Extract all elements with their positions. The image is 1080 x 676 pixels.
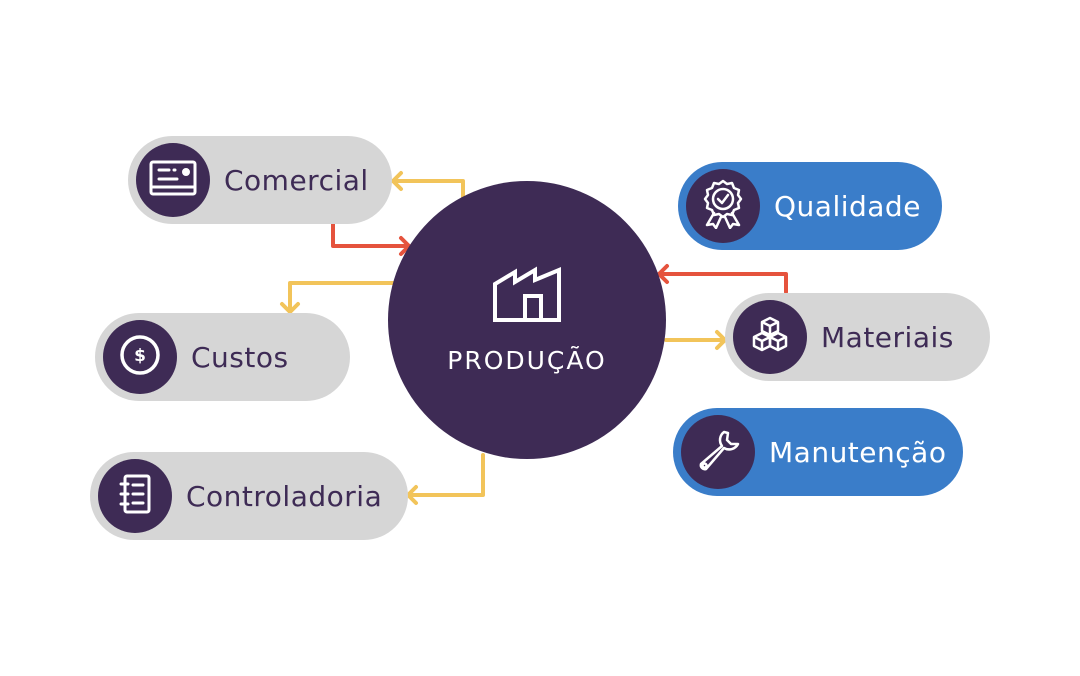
card-icon	[149, 160, 197, 200]
node-manutencao[interactable]: Manutenção	[673, 408, 963, 496]
node-custos-label: Custos	[191, 340, 289, 374]
svg-text:$: $	[134, 346, 146, 366]
node-materiais[interactable]: Materiais	[725, 293, 990, 381]
node-comercial-label: Comercial	[224, 163, 369, 197]
arrow-producao-to-controladoria	[406, 453, 485, 505]
node-controladoria-label: Controladoria	[186, 479, 383, 513]
node-manutencao-label: Manutenção	[769, 435, 947, 469]
wrench-icon	[694, 426, 742, 478]
arrow-materiais-to-producao	[657, 264, 788, 294]
node-qualidade[interactable]: Qualidade	[678, 162, 942, 250]
node-comercial-icon-circle	[136, 143, 210, 217]
award-badge-icon	[701, 179, 745, 233]
cubes-icon	[750, 316, 790, 358]
arrow-producao-to-materiais	[664, 330, 727, 350]
dollar-coin-icon: $	[119, 334, 161, 380]
arrow-producao-to-comercial	[391, 171, 465, 199]
node-custos-icon-circle: $	[103, 320, 177, 394]
arrow-producao-to-custos	[280, 281, 395, 314]
node-qualidade-label: Qualidade	[774, 189, 921, 223]
arrow-comercial-to-producao	[331, 222, 411, 256]
node-controladoria[interactable]: Controladoria	[90, 452, 408, 540]
node-manutencao-icon-circle	[681, 415, 755, 489]
producao-label: PRODUÇÃO	[447, 345, 607, 375]
factory-icon	[491, 265, 563, 328]
node-custos[interactable]: $ Custos	[95, 313, 350, 401]
node-materiais-icon-circle	[733, 300, 807, 374]
producao-node[interactable]: PRODUÇÃO	[388, 181, 666, 459]
node-materiais-label: Materiais	[821, 320, 954, 354]
node-comercial[interactable]: Comercial	[128, 136, 392, 224]
node-controladoria-icon-circle	[98, 459, 172, 533]
node-qualidade-icon-circle	[686, 169, 760, 243]
notebook-icon	[118, 473, 152, 519]
